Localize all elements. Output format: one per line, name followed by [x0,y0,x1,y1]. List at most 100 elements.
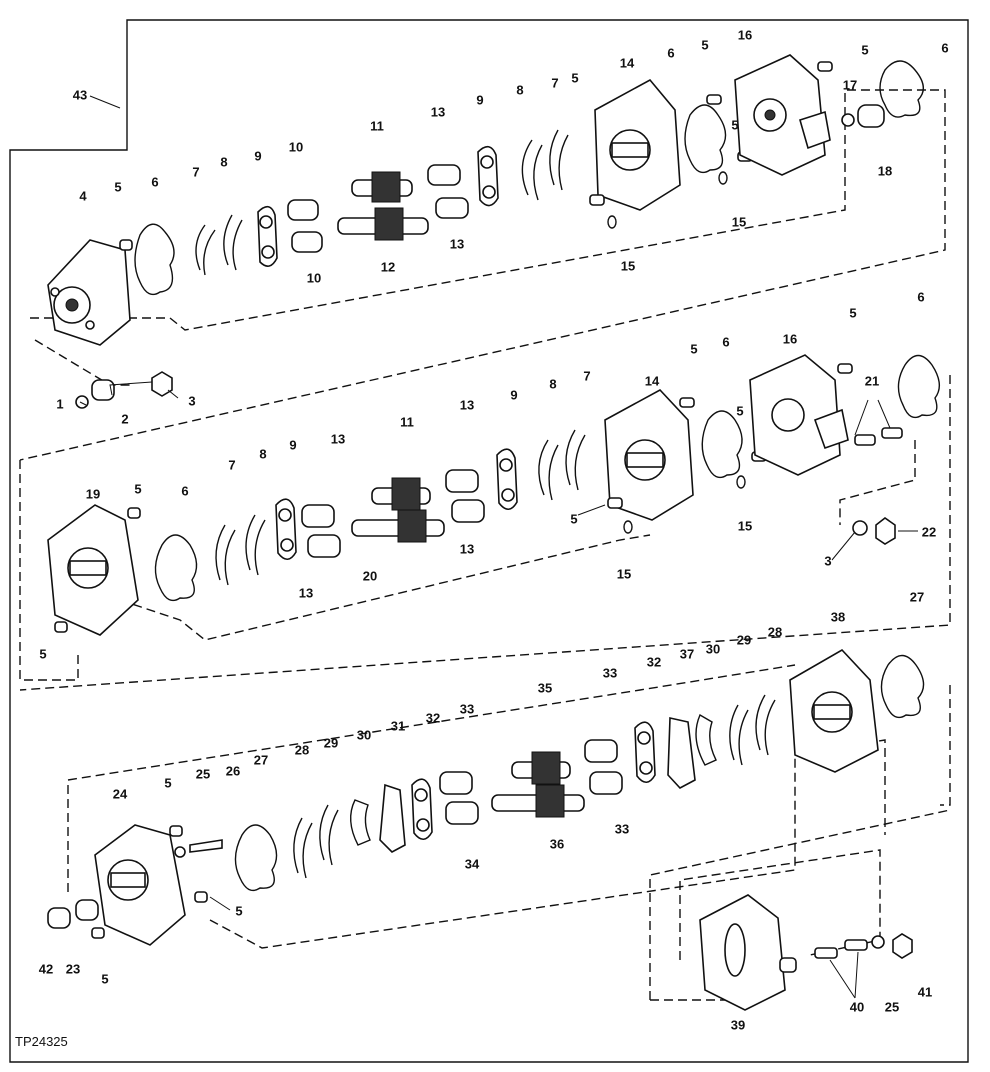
callout-11b: 11 [400,414,414,429]
seal [521,139,543,201]
callout-32: 32 [426,710,440,725]
wear-plate [496,448,518,511]
callout-8: 8 [220,154,227,169]
callout-15c: 15 [617,566,631,581]
callout-6e: 6 [722,334,729,349]
o-ring [623,520,633,534]
bushing [445,801,479,825]
callout-31: 31 [391,718,405,733]
callout-5: 5 [114,179,121,194]
callout-5i: 5 [690,341,697,356]
callout-17: 17 [843,77,857,92]
section-1 [19,54,946,461]
callout-5c: 5 [701,37,708,52]
callout-28b: 28 [768,624,782,639]
drive-gear [511,751,571,785]
seal [245,514,266,576]
callout-labels: 43 4 5 6 7 8 9 10 10 11 12 13 13 9 8 7 5… [39,27,949,1032]
callout-8d: 8 [549,376,556,391]
callout-7: 7 [192,164,199,179]
callout-12: 12 [381,259,395,274]
callout-40: 40 [850,999,864,1014]
callout-1: 1 [56,396,63,411]
callout-27b: 27 [910,589,924,604]
bushing [301,504,335,528]
seal [215,524,236,586]
callout-6: 6 [151,174,158,189]
callout-21: 21 [865,373,879,388]
callout-10b: 10 [307,270,321,285]
callout-5j: 5 [736,403,743,418]
callout-26: 26 [226,763,240,778]
callout-5k: 5 [849,305,856,320]
seal [729,704,749,766]
gasket [879,60,924,118]
nut [892,933,913,959]
callout-9b: 9 [476,92,483,107]
bushing [307,534,341,558]
callout-6f: 6 [917,289,924,304]
end-cover-part-39 [699,894,797,1011]
rear-cover-part-16 [749,354,849,476]
callout-6d: 6 [181,483,188,498]
washer [75,395,89,409]
seal-plate [667,717,696,789]
dowel-pin [54,621,68,633]
seal [755,694,776,756]
front-housing-part-4 [47,239,131,346]
alignment-line-3 [67,664,951,892]
seal [293,817,313,879]
dowel-pin [127,507,141,519]
callout-7b: 7 [551,75,558,90]
callout-13d: 13 [299,585,313,600]
callout-6b: 6 [667,45,674,60]
alignment-line-3b [209,739,886,949]
callout-29b: 29 [737,632,751,647]
callout-13: 13 [431,104,445,119]
shaft-gear [491,784,585,818]
callout-33b: 33 [603,665,617,680]
bushing [439,771,473,795]
drive-gear [371,477,431,511]
callout-15: 15 [621,258,635,273]
washer [841,113,855,127]
section-3 [47,648,951,1011]
stud [814,947,838,959]
drive-gear [351,171,413,203]
callout-20: 20 [363,568,377,583]
figure-reference: TP24325 [15,1034,68,1049]
callout-5e: 5 [861,42,868,57]
callout-38: 38 [831,609,845,624]
callout-36: 36 [550,836,564,851]
leader-lines [79,95,918,999]
stud [844,939,868,951]
shaft-gear [351,509,445,543]
callout-5f: 5 [134,481,141,496]
bushing [451,499,485,523]
wear-plate [257,205,278,267]
alignment-line-1b [34,339,130,386]
dowel-pin [194,891,208,903]
callout-27: 27 [254,752,268,767]
plug [881,427,903,439]
bushing [91,379,115,401]
dowel-pin [589,194,605,206]
wear-plate [634,721,656,784]
callout-30b: 30 [706,641,720,656]
bushing [584,739,618,763]
bushing [857,104,885,128]
housing-part-19 [47,504,139,636]
callout-25: 25 [196,766,210,781]
alignment-line-2 [19,460,651,681]
gasket [154,534,198,602]
housing-part-24 [94,824,186,946]
washer [174,846,186,858]
callout-13f: 13 [460,541,474,556]
callout-41: 41 [918,984,932,999]
seal [549,129,569,191]
callout-33c: 33 [615,821,629,836]
callout-19: 19 [86,486,100,501]
section-2 [19,354,951,691]
gasket [684,104,727,174]
